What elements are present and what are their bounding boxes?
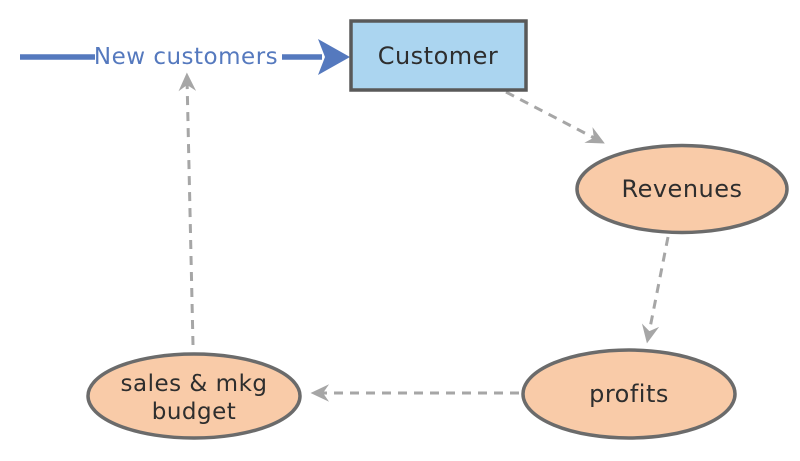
edge-customer-to-revenues — [505, 90, 605, 144]
profits-label: profits — [589, 380, 669, 408]
budget-label-line2: budget — [152, 399, 237, 425]
budget-label-line1: sales & mkg — [121, 371, 268, 397]
edge-revenues-to-profits — [641, 236, 670, 344]
revenues-node — [575, 143, 789, 235]
budget-node — [86, 352, 302, 440]
customer-label: Customer — [378, 42, 499, 70]
customer-node — [349, 19, 528, 92]
profits-node — [521, 348, 737, 440]
edge-budget-to-new-customers — [178, 72, 197, 346]
revenues-label: Revenues — [621, 175, 742, 203]
new-customers-to-customer-arrow — [282, 39, 350, 75]
new-customers-label: New customers — [94, 44, 278, 70]
arrow-head-icon — [318, 39, 350, 75]
